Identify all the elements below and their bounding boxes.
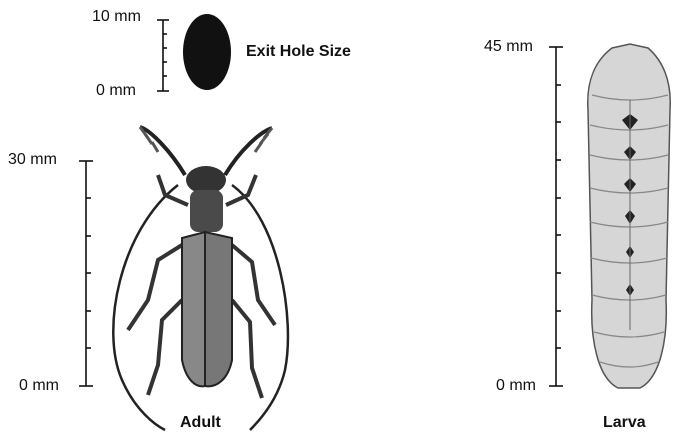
adult-scale-bar <box>79 161 93 386</box>
adult-scale-bottom-label: 0 mm <box>19 377 59 395</box>
exit-hole-scale-top-label: 10 mm <box>92 8 141 26</box>
larva-label: Larva <box>603 414 646 432</box>
exit-hole-size-label: Exit Hole Size <box>246 43 351 61</box>
exit-hole-shape <box>183 14 231 90</box>
larva-scale-bottom-label: 0 mm <box>496 377 536 395</box>
larva-illustration <box>588 44 671 388</box>
exit-hole-scale-bottom-label: 0 mm <box>96 82 136 100</box>
larva-scale-top-label: 45 mm <box>484 38 533 56</box>
adult-label: Adult <box>180 414 221 432</box>
adult-scale-top-label: 30 mm <box>8 151 57 169</box>
exit-hole-scale-bar <box>157 20 169 91</box>
larva-scale-bar <box>549 47 563 386</box>
adult-beetle-illustration <box>113 127 288 430</box>
